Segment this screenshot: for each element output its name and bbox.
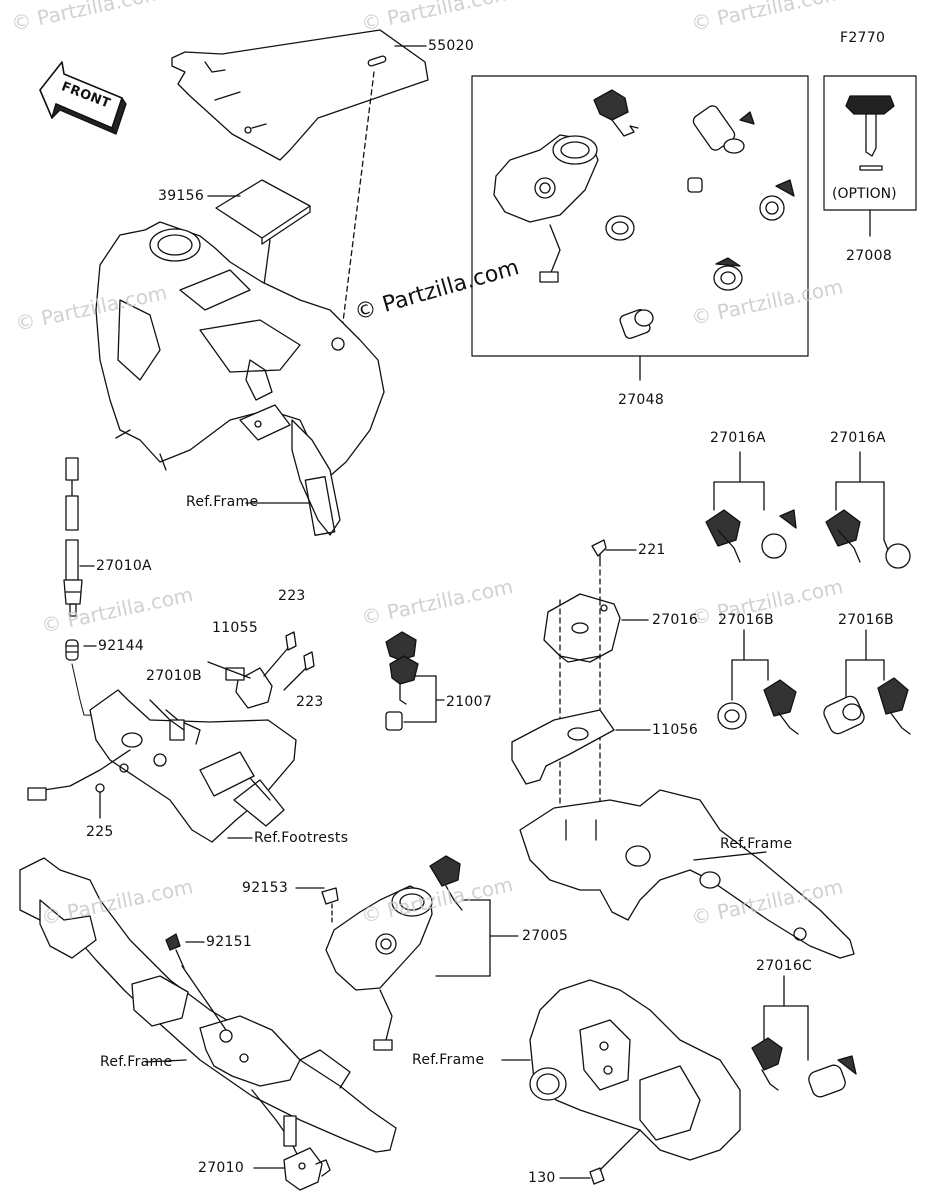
lock-cylinder-small-c	[713, 257, 743, 291]
part-223-b[interactable]: 223	[296, 694, 324, 710]
keyset-27016B-2	[823, 629, 911, 735]
keyset-27016A-2	[825, 451, 911, 569]
part-27008[interactable]: 27008	[846, 248, 893, 264]
key-set-21007	[385, 631, 445, 731]
part-225[interactable]: 225	[86, 824, 114, 840]
ignition-switch-27005	[295, 885, 433, 1051]
switch-27010	[251, 1089, 331, 1191]
part-223[interactable]: 223	[278, 588, 306, 604]
option-label: (OPTION)	[832, 186, 897, 202]
bracket-11055	[207, 661, 273, 709]
key-27048	[593, 89, 639, 137]
harness-connector-27010B	[27, 699, 185, 801]
part-27016B[interactable]: 27016B	[718, 612, 774, 628]
keyset-27016A-1	[705, 451, 797, 563]
frame-lower-right	[501, 979, 741, 1161]
cap-27048	[687, 177, 703, 193]
ref-frame-lower-left: Ref.Frame	[100, 1054, 173, 1070]
lock-cylinder-small-b	[759, 179, 795, 221]
switch-27010A	[63, 457, 95, 617]
ref-frame-right: Ref.Frame	[720, 836, 793, 852]
part-27010[interactable]: 27010	[198, 1160, 245, 1176]
part-39156[interactable]: 39156	[158, 188, 205, 204]
cover-27016	[543, 593, 649, 663]
screw-221	[591, 539, 637, 567]
front-arrow-icon	[39, 61, 127, 135]
part-221[interactable]: 221	[638, 542, 666, 558]
key-blank-icon	[845, 95, 895, 171]
lock-cylinder-small-d	[619, 309, 654, 339]
part-27010A[interactable]: 27010A	[96, 558, 152, 574]
ref-footrests: Ref.Footrests	[254, 830, 349, 846]
diagram-code: F2770	[840, 30, 886, 46]
part-11056[interactable]: 11056	[652, 722, 699, 738]
screw-223	[263, 631, 297, 677]
part-130[interactable]: 130	[528, 1170, 556, 1186]
frame-lower-left	[19, 857, 397, 1153]
screw-130	[559, 1129, 641, 1185]
part-92151[interactable]: 92151	[206, 934, 253, 950]
part-92144[interactable]: 92144	[98, 638, 145, 654]
part-27048[interactable]: 27048	[618, 392, 665, 408]
part-27010B[interactable]: 27010B	[146, 668, 202, 684]
part-27016B-2[interactable]: 27016B	[838, 612, 894, 628]
keyset-27016B-1	[717, 629, 799, 735]
label-plate-55020	[171, 29, 429, 161]
lock-cylinder-small-a	[605, 215, 635, 241]
screw-225	[95, 783, 105, 819]
key-27005	[429, 855, 519, 977]
ignition-switch-27048	[493, 134, 599, 283]
ref-frame-lower-right: Ref.Frame	[412, 1052, 485, 1068]
part-27016C[interactable]: 27016C	[756, 958, 813, 974]
screw-223-b	[283, 651, 315, 691]
part-27005[interactable]: 27005	[522, 928, 569, 944]
upper-frame	[95, 221, 385, 536]
part-27016A-2[interactable]: 27016A	[830, 430, 886, 446]
bracket-11056	[511, 709, 651, 785]
ref-frame-upper: Ref.Frame	[186, 494, 259, 510]
part-21007[interactable]: 21007	[446, 694, 493, 710]
part-27016A[interactable]: 27016A	[710, 430, 766, 446]
spring-92144	[65, 639, 97, 661]
cylinder-lock-27048	[692, 105, 755, 154]
frame-right	[519, 789, 855, 959]
part-55020[interactable]: 55020	[428, 38, 475, 54]
part-11055[interactable]: 11055	[212, 620, 259, 636]
part-92153[interactable]: 92153	[242, 880, 289, 896]
bolt-92151	[165, 933, 227, 1031]
keyset-27016C	[751, 975, 857, 1098]
plate-39156	[207, 179, 311, 301]
part-27016[interactable]: 27016	[652, 612, 699, 628]
footrest-bracket	[89, 689, 297, 843]
